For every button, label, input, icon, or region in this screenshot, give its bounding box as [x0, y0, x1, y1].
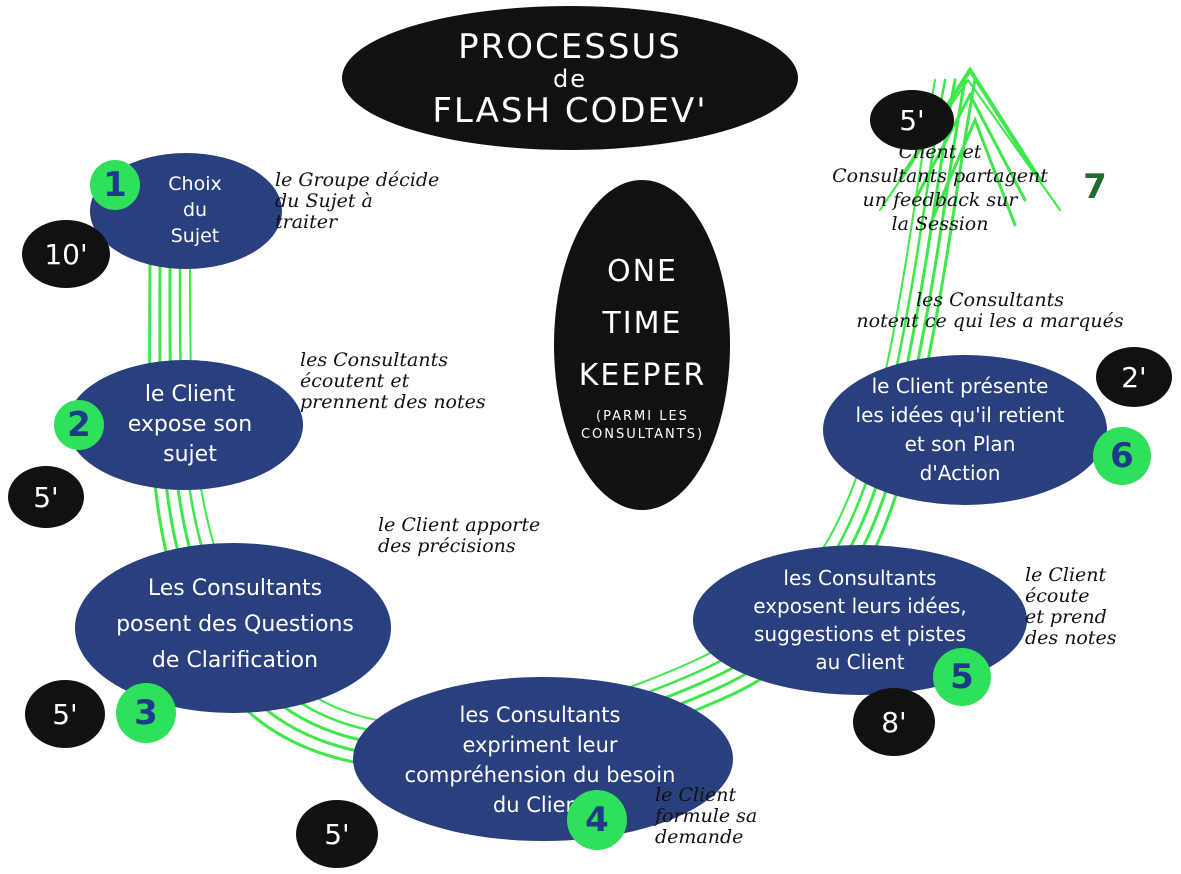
step-4-duration-badge: 5'	[296, 800, 378, 868]
step-1-text: Choix du Sujet	[168, 173, 222, 247]
step-5-text: les Consultants exposent leurs idées, su…	[753, 566, 967, 674]
title: PROCESSUS de FLASH CODEV'	[345, 8, 795, 150]
step-6-note: les Consultants notent ce qui les a marq…	[856, 289, 1124, 332]
title-ellipse	[342, 6, 798, 150]
step-7-number-badge: 7	[1083, 167, 1107, 207]
step-3-number-badge: 3	[116, 683, 176, 743]
keeper-line-3: KEEPER	[578, 358, 707, 393]
step-5-note: le Client écoute et prend des notes	[1025, 564, 1117, 649]
step-4-number-badge: 4	[567, 790, 627, 850]
step-4-text: les Consultants expriment leur compréhen…	[404, 703, 676, 817]
step-6-duration-badge: 2'	[1096, 347, 1172, 407]
step-3-text: Les Consultants posent des Questions de …	[116, 576, 354, 673]
step-7-text: Client et Consultants partagent un feedb…	[832, 141, 1048, 235]
step-1-note: le Groupe décide du Sujet à traiter	[275, 169, 440, 233]
step-4-ellipse	[353, 677, 733, 841]
step-3-duration-badge: 5'	[25, 680, 105, 748]
step-5-duration-badge: 8'	[853, 688, 935, 756]
step-3-ellipse	[75, 543, 391, 713]
keeper-line-2: TIME	[602, 306, 683, 341]
step-6-number-badge: 6	[1093, 427, 1151, 485]
step-6-text: le Client présente les idées qu'il retie…	[855, 373, 1065, 485]
keeper-sub: (PARMI LES CONSULTANTS)	[580, 409, 705, 442]
step-2-text: le Client expose son sujet	[127, 382, 253, 467]
step-1-number-badge: 1	[90, 160, 140, 210]
title-line-3: FLASH CODEV'	[432, 91, 708, 131]
time-keeper-ellipse	[554, 180, 730, 510]
step-6-ellipse	[823, 355, 1107, 505]
step-2-number-badge: 2	[54, 400, 104, 450]
title-line-2: de	[553, 65, 587, 93]
keeper-line-1: ONE	[606, 254, 678, 289]
title-line-1: PROCESSUS	[458, 27, 682, 67]
step-5-number-badge: 5	[933, 648, 991, 706]
step-7-duration-badge: 5'	[870, 90, 954, 150]
step-3-note: le Client apporte des précisions	[378, 514, 541, 557]
step-2-note: les Consultants écoutent et prennent des…	[300, 349, 486, 413]
step-2-duration-badge: 5'	[8, 466, 84, 528]
step-4-note: le Client formule sa demande	[655, 784, 758, 848]
step-2-ellipse	[67, 360, 303, 490]
time-keeper: ONE TIME KEEPER (PARMI LES CONSULTANTS)	[560, 190, 725, 500]
step-1-duration-badge: 10'	[22, 220, 110, 288]
